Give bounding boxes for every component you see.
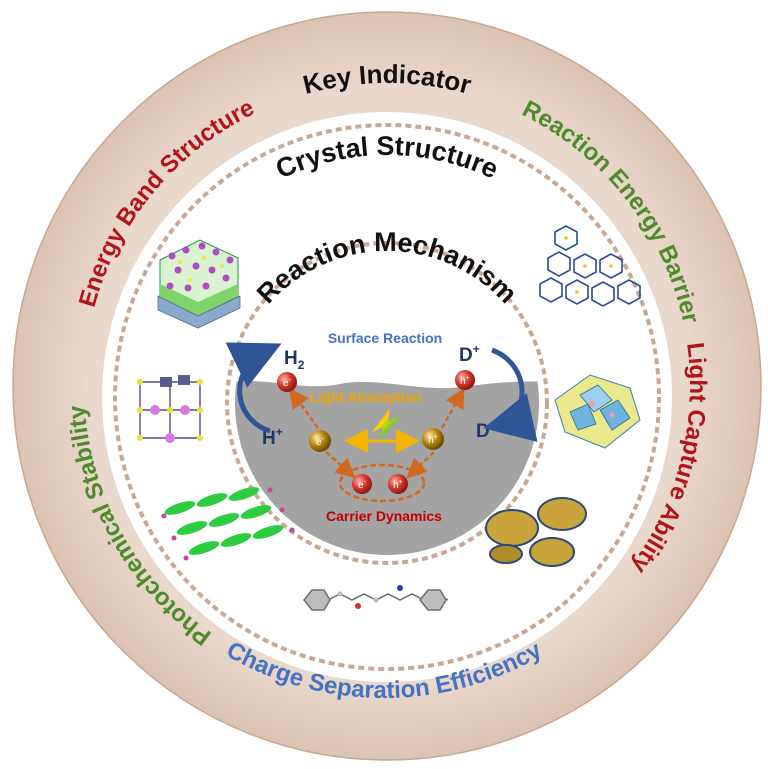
crystal-image-tetrahedral-network [554,374,641,449]
crystal-image-nanoplates [485,497,587,567]
d-species: D [476,421,490,442]
bulk-electron: e- [309,430,331,452]
recombination-ellipse [338,463,426,503]
svg-text:h+: h+ [428,434,438,446]
svg-text:e-: e- [316,436,325,448]
electron-recombination-arrow [325,451,356,479]
surface-reaction-label: Surface Reaction [328,330,442,346]
middle-dashed-border [113,123,661,671]
oxidation-cycle-arrow [483,347,538,442]
crystal-image-cage-structure [137,375,203,443]
reduction-cycle-arrow [225,342,282,434]
crystal-image-stacked-layers [161,487,295,561]
crystal-image-layered-slab [157,239,241,329]
recombined-hole: h+ [388,474,408,494]
surface-electron: e- [277,372,297,392]
bulk-hole: h+ [422,428,444,450]
crystal-image-molecule-chain [303,585,449,611]
recombined-electron: e- [352,474,372,494]
h-plus-species: H+ [262,425,283,449]
d-plus-species: D+ [459,342,480,366]
light-absorption-label: Light Absorption [310,389,422,405]
hole-migration-arrow [440,387,465,429]
svg-text:e-: e- [283,377,292,389]
svg-text:h+: h+ [393,479,403,491]
carrier-dynamics-label: Carrier Dynamics [326,508,442,524]
hole-recombination-arrow [406,451,435,479]
svg-text:e-: e- [358,479,367,491]
h2-species: H2 [284,348,305,372]
svg-text:h+: h+ [460,375,470,387]
surface-hole: h+ [455,370,475,390]
crystal-image-porous-framework [539,225,641,307]
light-flash-icon [372,408,402,440]
